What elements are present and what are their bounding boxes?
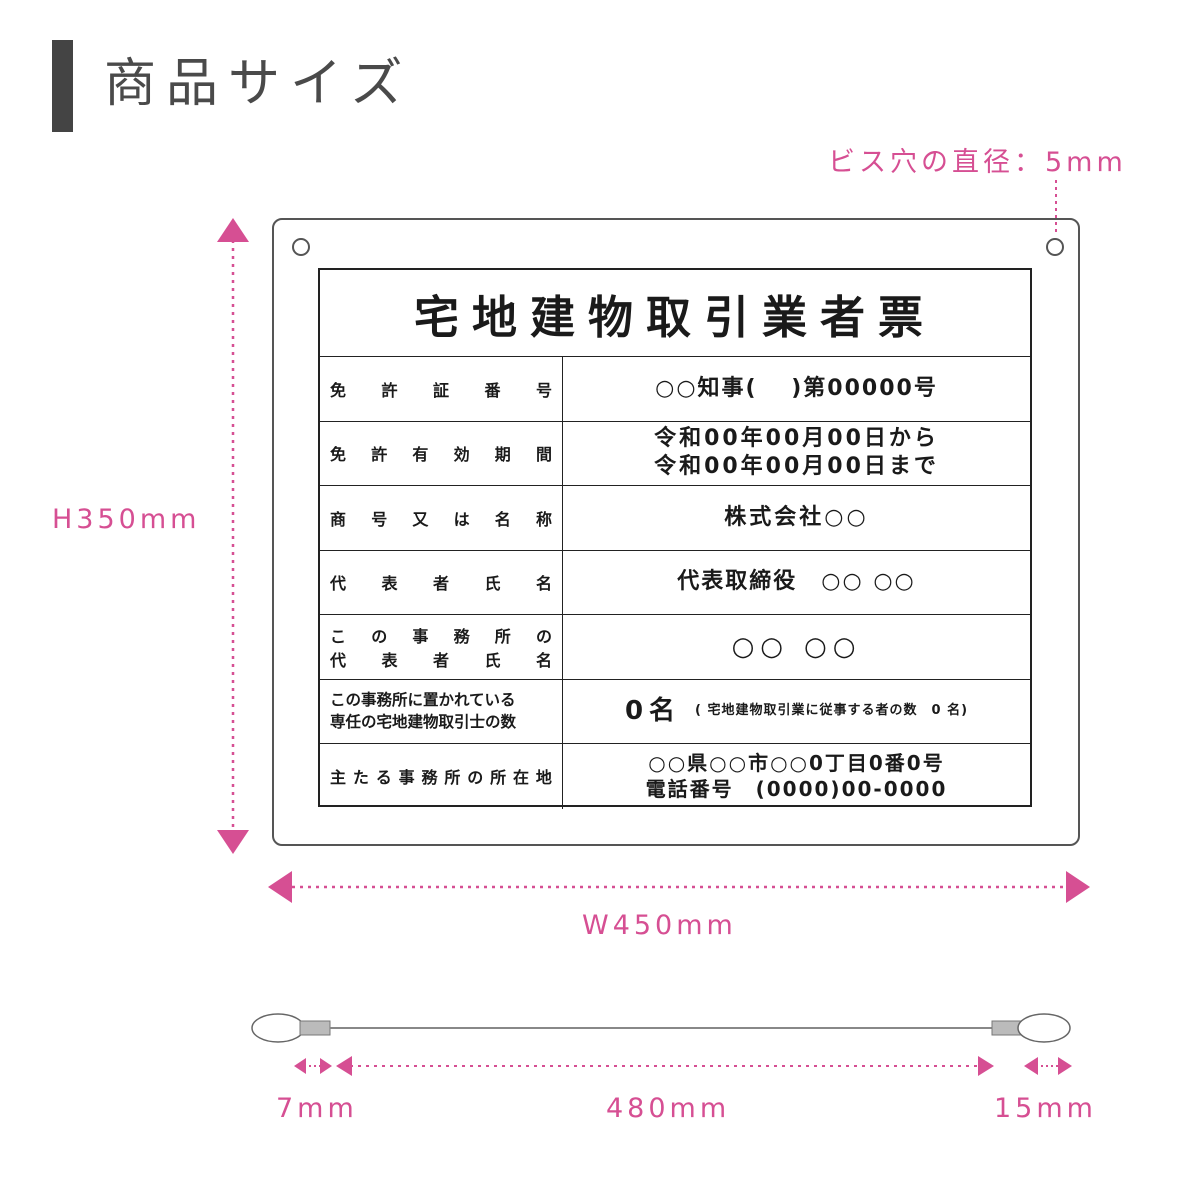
table-row: 代表者氏名 代表取締役 ○○ ○○ (320, 550, 1030, 615)
license-period-value: 令和00年00月00日から 令和00年00月00日まで (654, 426, 939, 480)
table-row: この事務所の 代表者氏名 ○○ ○○ (320, 615, 1030, 680)
screw-hole-right (1046, 238, 1064, 256)
page-title: 商品サイズ (104, 54, 413, 114)
license-period-label: 免許有効期間 (330, 445, 552, 465)
height-arrow-bottom (217, 830, 249, 854)
dim-15mm-arrow-left (1024, 1057, 1038, 1075)
width-arrow-left (268, 871, 292, 903)
sign-board (272, 218, 1080, 846)
sign-title: 宅地建物取引業者票 (320, 270, 1030, 357)
row-label: 代表者氏名 (320, 550, 563, 614)
table-row: この事務所に置かれている 専任の宅地建物取引士の数 0名 ( 宅地建物取引業に従… (320, 679, 1030, 744)
wire-loop-left (251, 1013, 305, 1043)
width-label: W450mm (582, 910, 737, 941)
height-label: H350mm (52, 504, 201, 535)
address-label: 主たる事務所の所在地 (330, 768, 552, 788)
agents-count-value: 0名 ( 宅地建物取引業に従事する者の数 0 名) (624, 696, 969, 727)
office-rep-label-line2: 代表者氏名 (330, 650, 552, 670)
table-row: 免許証番号 ○○知事( )第00000号 (320, 357, 1030, 422)
header-accent-bar (52, 40, 73, 132)
license-number-value: ○○知事( )第00000号 (655, 375, 938, 401)
address-value: ○○県○○市○○0丁目0番0号 電話番号 (0000)00-0000 (645, 751, 948, 802)
employee-count-note: ( 宅地建物取引業に従事する者の数 0 名) (695, 703, 969, 719)
row-label: 免許証番号 (320, 357, 563, 421)
representative-value: 代表取締役 ○○ ○○ (677, 569, 916, 595)
screw-hole-left (292, 238, 310, 256)
table-row: 免許有効期間 令和00年00月00日から 令和00年00月00日まで (320, 421, 1030, 486)
agents-count-label-line2: 専任の宅地建物取引士の数 (330, 713, 517, 732)
sign-plate: 宅地建物取引業者票 免許証番号 ○○知事( )第00000号 免許有効期間 令和… (318, 268, 1032, 809)
office-rep-value: ○○ ○○ (731, 631, 862, 662)
table-row: 商号又は名称 株式会社○○ (320, 486, 1030, 551)
row-label: この事務所に置かれている 専任の宅地建物取引士の数 (320, 679, 563, 743)
trade-name-value: 株式会社○○ (724, 504, 869, 530)
dim-480mm-arrow-left (336, 1056, 352, 1076)
wire-loop-right (1017, 1013, 1071, 1043)
representative-label: 代表者氏名 (330, 574, 552, 594)
license-number-label: 免許証番号 (330, 380, 552, 400)
dim-7mm-arrow-right (320, 1058, 332, 1074)
office-rep-label-line1: この事務所の (330, 626, 552, 646)
width-arrow-right (1066, 871, 1090, 903)
trade-name-label: 商号又は名称 (330, 509, 552, 529)
wire-left-label: 7mm (276, 1093, 358, 1124)
dim-15mm-arrow-right (1058, 1057, 1072, 1075)
wire-length-label: 480mm (606, 1093, 731, 1124)
row-label: 主たる事務所の所在地 (320, 744, 563, 809)
agents-count-label-line1: この事務所に置かれている (330, 691, 516, 710)
height-arrow-top (217, 218, 249, 242)
table-row: 主たる事務所の所在地 ○○県○○市○○0丁目0番0号 電話番号 (0000)00… (320, 744, 1030, 809)
dim-480mm-arrow-right (978, 1056, 994, 1076)
screw-hole-label: ビス穴の直径：5mm (828, 147, 1127, 178)
wire-sleeve-left (299, 1020, 331, 1036)
dim-7mm-arrow-left (294, 1058, 306, 1074)
row-label: この事務所の 代表者氏名 (320, 615, 563, 679)
row-label: 商号又は名称 (320, 486, 563, 550)
row-label: 免許有効期間 (320, 421, 563, 485)
wire-right-label: 15mm (994, 1093, 1097, 1124)
